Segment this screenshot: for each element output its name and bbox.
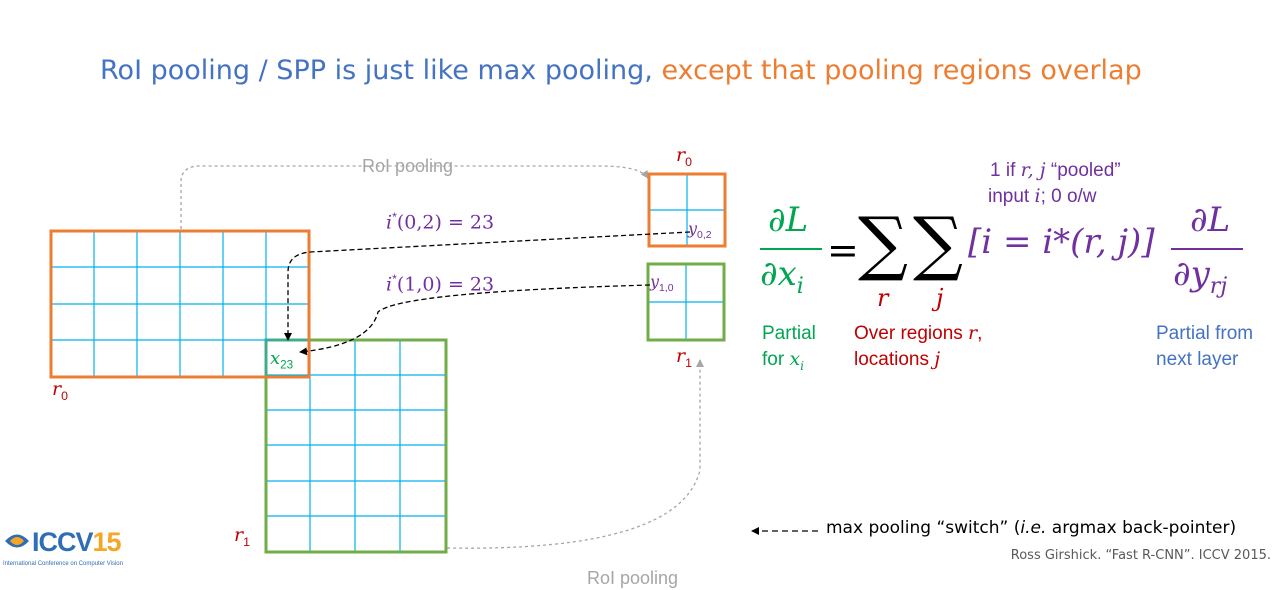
label-r0-output: r0: [676, 144, 692, 169]
eq-sum-r-index: r: [877, 284, 889, 312]
eq-sum-r: ∑: [858, 202, 908, 284]
eq-sum-j-index: j: [936, 284, 944, 312]
diagram-canvas: [49, 165, 1243, 554]
iccv-logo: [2, 528, 32, 559]
label-y02: y0,2: [688, 219, 712, 242]
citation: Ross Girshick. “Fast R-CNN”. ICCV 2015.: [1010, 548, 1271, 563]
label-y10: y1,0: [650, 272, 674, 295]
roi-pooling-label-bottom: RoI pooling: [584, 567, 682, 590]
label-r1-output: r1: [676, 345, 692, 370]
region-r1-grid: [266, 340, 446, 552]
output-r1-grid: [648, 264, 724, 340]
switch-arrow-y02: [284, 231, 691, 341]
argmax-label-1: i*(0,2) = 23: [386, 210, 495, 234]
title-part-highlight: except that pooling regions overlap: [661, 55, 1142, 86]
argmax-label-2: i*(1,0) = 23: [386, 272, 495, 296]
eq-denominator-right: ∂yrj: [1173, 254, 1228, 299]
output-r1-box: [646, 262, 726, 342]
label-r0-input: r0: [52, 378, 68, 403]
label-r1-input: r1: [234, 524, 250, 549]
region-r0-grid: [51, 231, 309, 377]
eq-equals: =: [827, 228, 859, 272]
annotation-indicator-line2: input i; 0 o/w: [988, 185, 1097, 207]
slide-title: RoI pooling / SPP is just like max pooli…: [100, 52, 1180, 89]
annotation-partial-line1: Partial: [762, 323, 816, 344]
eq-sum-j: ∑: [913, 202, 963, 284]
label-x23: x23: [270, 348, 294, 372]
eq-numerator-right: ∂L: [1190, 200, 1231, 240]
switch-arrow-y10: [299, 284, 651, 356]
annotation-from-line1: Partial from: [1156, 323, 1254, 344]
annotation-over-line1: Over regions r,: [854, 322, 983, 344]
region-r0-box: [49, 229, 311, 379]
legend-switch-text: max pooling “switch” (i.e. argmax back-p…: [826, 518, 1237, 538]
eq-denominator-left: ∂xi: [760, 254, 804, 299]
region-r1-box: [264, 338, 448, 554]
iccv-logo-icon: [5, 534, 29, 548]
annotation-indicator-line1: 1 if r, j “pooled”: [990, 159, 1121, 181]
iccv-logo-text: ICCV15: [32, 527, 122, 557]
eq-indicator-bracket: [i = i*(r, j)]: [968, 222, 1155, 262]
iccv-logo-subtitle: International Conference on Computer Vis…: [3, 561, 123, 567]
output-r0-grid: [649, 174, 725, 246]
output-r0-box: [647, 172, 727, 248]
title-part-main: RoI pooling / SPP is just like max pooli…: [100, 55, 662, 86]
eq-numerator-left: ∂L: [768, 200, 809, 240]
annotation-partial-line2: for xi: [762, 348, 805, 373]
roi-pooling-arrow-bottom: [446, 359, 704, 549]
annotation-from-line2: next layer: [1156, 349, 1239, 370]
annotation-over-line2: locations j: [854, 348, 941, 370]
roi-pooling-label-top: RoI pooling: [362, 156, 454, 176]
